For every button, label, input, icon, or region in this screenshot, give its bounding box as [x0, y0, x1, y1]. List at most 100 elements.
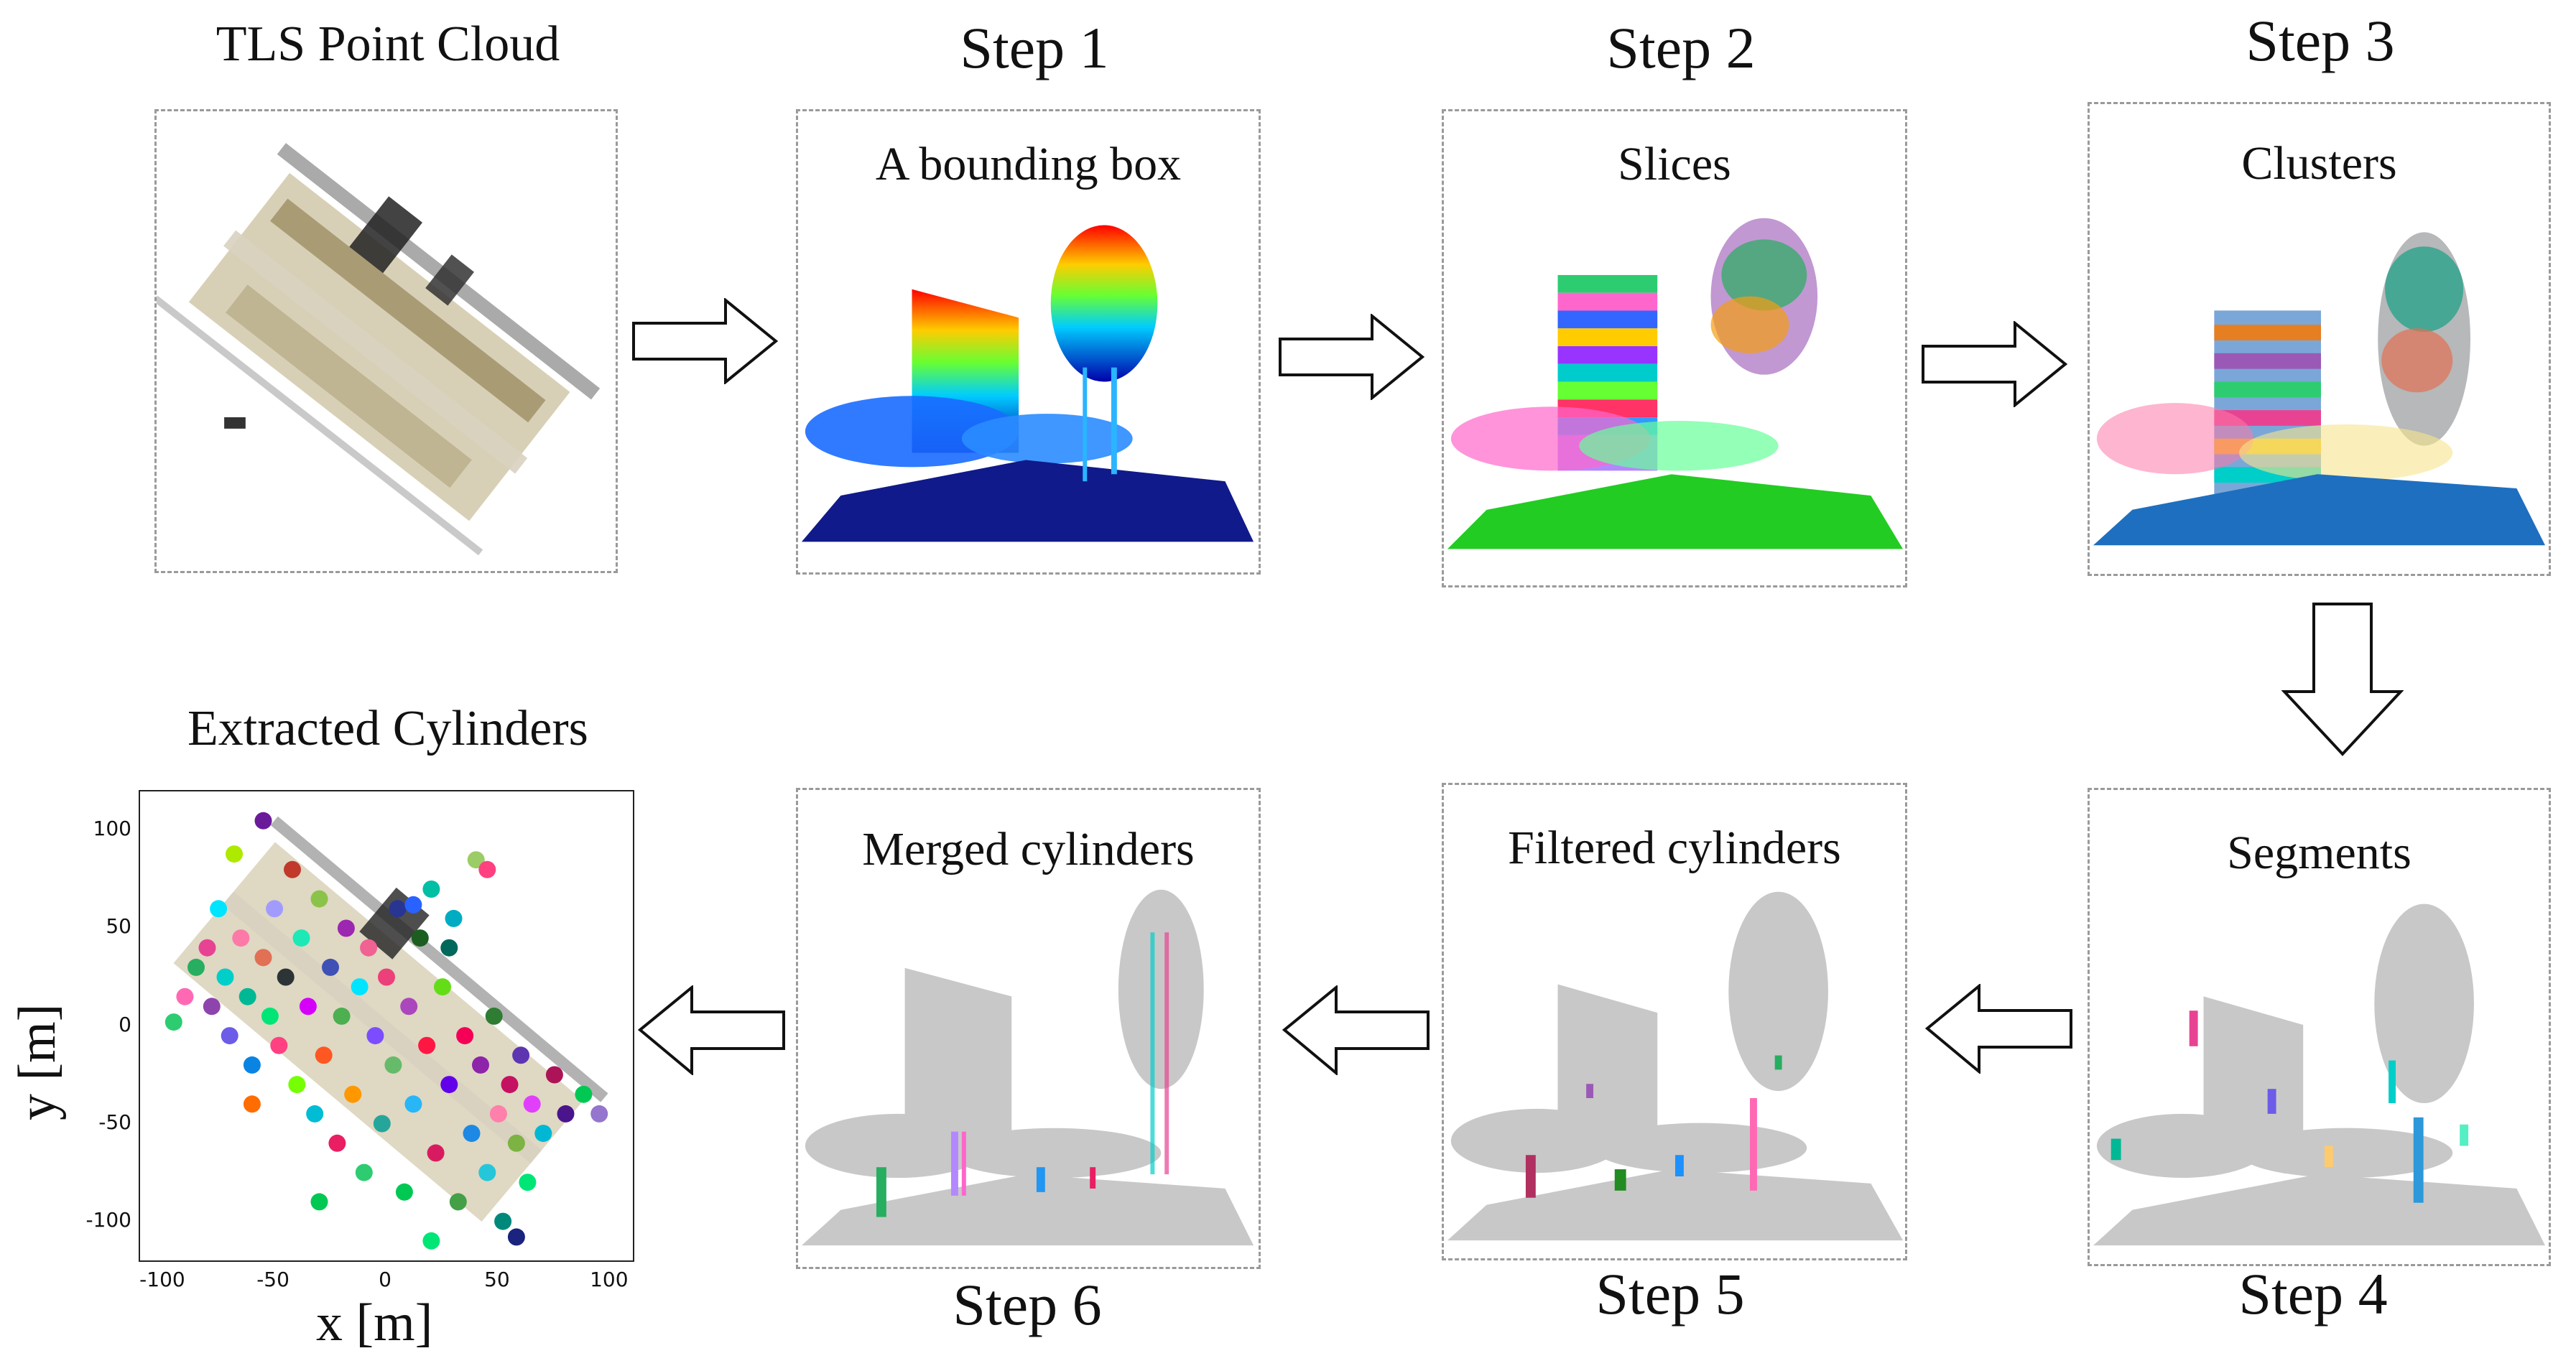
scatter-point — [590, 1105, 608, 1123]
y-tick-label: 0 — [119, 1012, 131, 1036]
scatter-point — [288, 1076, 306, 1094]
scatter-point — [507, 1228, 525, 1246]
scatter-point — [400, 998, 418, 1016]
x-tick-label: -50 — [256, 1268, 289, 1291]
x-axis-label: x [m] — [316, 1293, 433, 1352]
scatter-point — [210, 900, 228, 918]
scatter-point — [485, 1007, 503, 1025]
scatter-point — [366, 1027, 384, 1045]
scatter-point — [523, 1095, 541, 1113]
arrow-left-1-icon — [1925, 984, 2072, 1074]
scatter-point — [478, 1163, 496, 1181]
scatter-point — [226, 845, 243, 863]
step-5-label: Step 5 — [1595, 1261, 1745, 1326]
y-tick-label: 50 — [106, 914, 131, 939]
scatter-point — [243, 1095, 261, 1113]
scatter-point — [404, 1095, 422, 1113]
step-6-label: Step 6 — [953, 1272, 1102, 1337]
step-3-label: Step 3 — [2246, 8, 2395, 73]
merged-cylinders-panel: Merged cylinders — [796, 788, 1261, 1269]
arrow-right-3-icon — [1922, 321, 2068, 407]
scatter-point — [254, 949, 272, 967]
scatter-point — [378, 968, 395, 986]
scatter-plot-area — [139, 790, 634, 1262]
y-axis-label: y [m] — [8, 1003, 67, 1120]
scatter-point — [427, 1144, 445, 1162]
segments-title: Segments — [2227, 827, 2411, 879]
scatter-point — [306, 1105, 324, 1123]
scatter-point — [277, 968, 295, 986]
scatter-point — [373, 1115, 391, 1133]
scatter-point — [478, 860, 496, 878]
clusters-image — [2093, 232, 2546, 546]
x-tick-label: -100 — [139, 1268, 185, 1291]
slices-title: Slices — [1618, 138, 1731, 190]
bounding-box-panel: A bounding box — [796, 109, 1261, 575]
scatter-point — [238, 988, 256, 1005]
scatter-point — [489, 1105, 507, 1123]
bounding-box-image — [801, 225, 1254, 542]
slices-panel: Slices — [1442, 109, 1907, 587]
filtered-cylinders-title: Filtered cylinders — [1508, 822, 1841, 874]
scatter-point — [418, 1036, 436, 1054]
x-tick-label: 100 — [590, 1268, 629, 1291]
scatter-point — [440, 1076, 458, 1094]
scatter-point — [187, 958, 205, 976]
scatter-point — [270, 1036, 288, 1054]
scatter-point — [315, 1046, 333, 1064]
scatter-point — [467, 851, 485, 869]
scatter-plot-svg — [165, 812, 608, 1250]
step-1-label: Step 1 — [960, 15, 1109, 80]
scatter-point — [434, 978, 451, 996]
scatter-point — [545, 1066, 563, 1084]
scatter-point — [445, 909, 463, 927]
scatter-point — [501, 1076, 519, 1094]
scatter-point — [404, 896, 422, 914]
segments-panel: Segments — [2088, 788, 2551, 1266]
scatter-point — [261, 1007, 279, 1025]
y-tick-label: -100 — [85, 1207, 131, 1232]
scatter-point — [449, 1193, 467, 1211]
filtered-cylinders-image — [1447, 891, 1904, 1241]
scatter-point — [310, 1193, 328, 1211]
scatter-point — [472, 1056, 489, 1074]
scatter-point — [440, 939, 458, 957]
scatter-point — [292, 929, 310, 947]
arrow-right-2-icon — [1279, 314, 1425, 400]
scatter-point — [328, 1134, 346, 1152]
bounding-box-title: A bounding box — [875, 138, 1182, 190]
scatter-point — [456, 1027, 474, 1045]
clusters-panel: Clusters — [2088, 102, 2551, 576]
x-tick-label: 50 — [484, 1268, 510, 1291]
tls-point-cloud-title: TLS Point Cloud — [216, 17, 560, 72]
scatter-point — [422, 1232, 440, 1250]
scatter-point — [176, 988, 194, 1005]
scatter-point — [310, 890, 328, 908]
scatter-point — [557, 1105, 575, 1123]
arrow-left-3-icon — [638, 985, 785, 1075]
scatter-background-cloud — [173, 816, 608, 1222]
scatter-point — [355, 1163, 373, 1181]
merged-cylinders-image — [801, 889, 1254, 1246]
scatter-point — [232, 929, 250, 947]
scatter-point — [322, 958, 339, 976]
scatter-point — [507, 1134, 525, 1152]
scatter-point — [360, 939, 378, 957]
scatter-point — [395, 1183, 413, 1201]
step-2-label: Step 2 — [1606, 15, 1756, 80]
scatter-point — [165, 1013, 182, 1031]
scatter-point — [254, 812, 272, 830]
scatter-point — [221, 1027, 238, 1045]
extracted-cylinders-title: Extracted Cylinders — [187, 701, 588, 756]
arrow-left-2-icon — [1282, 985, 1430, 1075]
slices-image — [1447, 218, 1904, 549]
scatter-point — [534, 1125, 552, 1143]
scatter-point — [344, 1085, 362, 1103]
scatter-point — [243, 1056, 261, 1074]
tls-top-view-image — [157, 143, 601, 556]
scatter-point — [299, 998, 317, 1016]
scatter-point — [337, 919, 355, 937]
step-4-label: Step 4 — [2238, 1261, 2388, 1326]
scatter-point — [384, 1056, 402, 1074]
y-tick-label: -50 — [98, 1110, 131, 1134]
